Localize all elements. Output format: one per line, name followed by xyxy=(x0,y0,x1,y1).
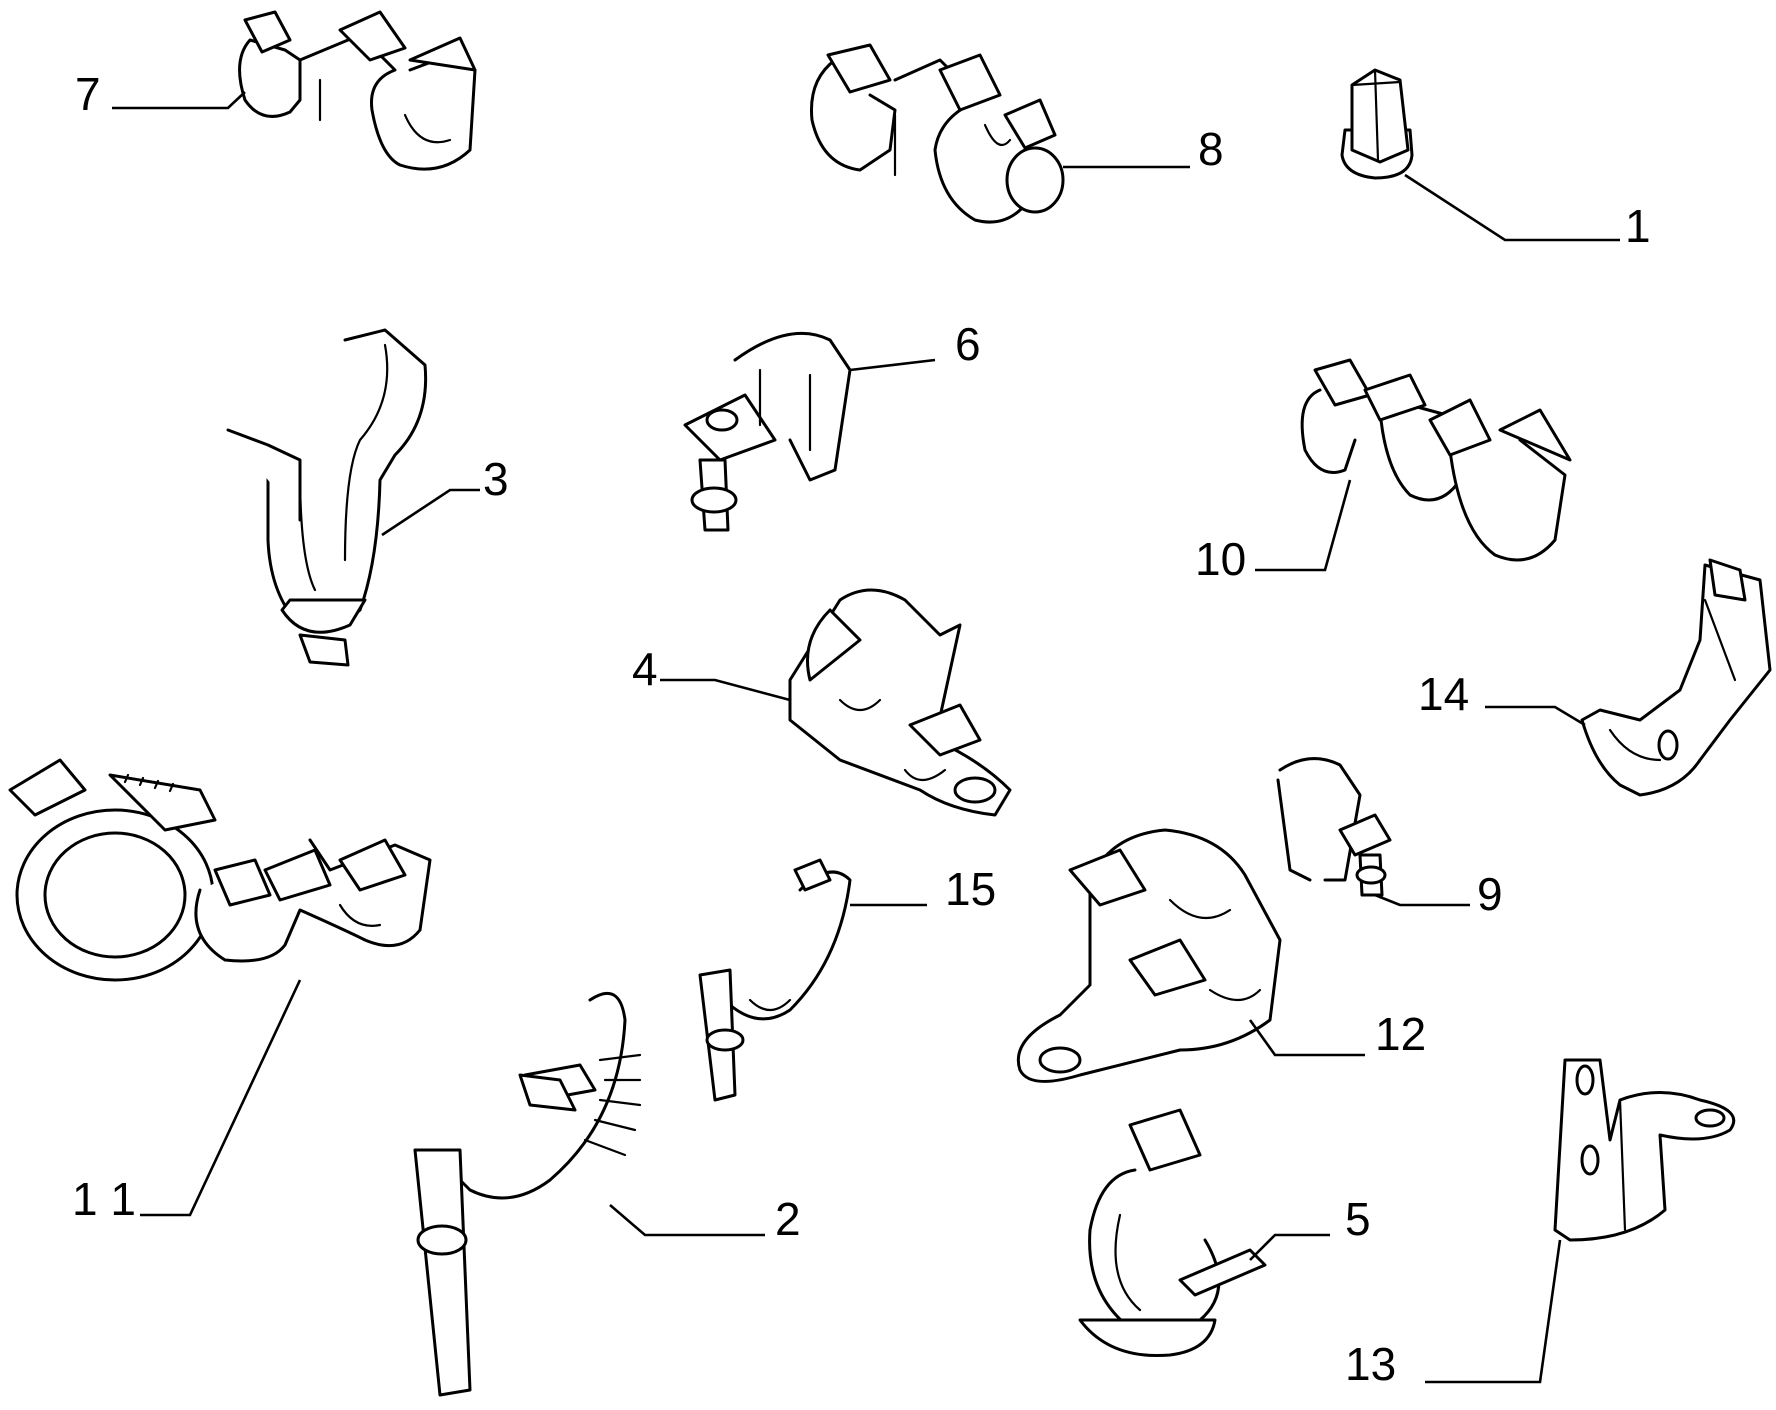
leader-7 xyxy=(112,91,246,110)
part-9-small-strap xyxy=(1276,757,1392,897)
leader-lines xyxy=(112,91,1620,1384)
callout-5: 5 xyxy=(1345,1193,1371,1245)
callout-7: 7 xyxy=(75,68,101,120)
leader-6 xyxy=(849,358,936,372)
callout-8: 8 xyxy=(1198,123,1224,175)
leader-4 xyxy=(660,678,791,702)
callout-13: 13 xyxy=(1345,1338,1396,1390)
leader-10 xyxy=(1255,479,1352,572)
callout-10: 10 xyxy=(1195,533,1246,585)
part-5-wire-clip xyxy=(1078,1108,1267,1358)
part-6-strap-bracket xyxy=(683,331,852,532)
leader-1 xyxy=(1404,173,1620,242)
leader-2 xyxy=(609,1204,765,1237)
part-8-double-clip-stud xyxy=(809,43,1065,224)
callout-9: 9 xyxy=(1477,868,1503,920)
leader-12 xyxy=(1248,1019,1365,1057)
leader-9 xyxy=(1374,893,1470,907)
leader-3 xyxy=(381,488,480,537)
callout-2: 2 xyxy=(775,1193,801,1245)
callout-1: 1 xyxy=(1625,200,1651,252)
part-12-saddle-clamp-lug xyxy=(1016,828,1282,1083)
callout-4: 4 xyxy=(632,643,658,695)
part-3-pipe-holder xyxy=(226,328,428,667)
callout-14: 14 xyxy=(1418,668,1469,720)
callout-labels: 7 8 1 6 3 10 4 14 15 9 1 1 12 2 5 13 xyxy=(72,68,1651,1390)
part-14-angled-bracket xyxy=(1580,558,1772,797)
part-1-hex-cap xyxy=(1340,68,1414,180)
part-10-triple-clip xyxy=(1300,358,1572,562)
part-15-small-bracket xyxy=(698,858,852,1102)
part-4-saddle-clamp xyxy=(788,588,1012,817)
part-13-l-bracket xyxy=(1553,1058,1736,1242)
callout-3: 3 xyxy=(483,453,509,505)
part-7-double-clip xyxy=(238,10,477,171)
callout-12: 12 xyxy=(1375,1008,1426,1060)
leader-13 xyxy=(1425,1239,1562,1384)
callout-15: 15 xyxy=(945,863,996,915)
leader-14 xyxy=(1485,705,1586,727)
callout-6: 6 xyxy=(955,318,981,370)
leader-5 xyxy=(1249,1233,1330,1261)
part-11-hose-clamp-clip xyxy=(8,758,432,982)
leader-11 xyxy=(140,979,302,1217)
callout-11: 1 1 xyxy=(72,1173,136,1225)
part-2-toothed-bracket xyxy=(413,991,642,1397)
